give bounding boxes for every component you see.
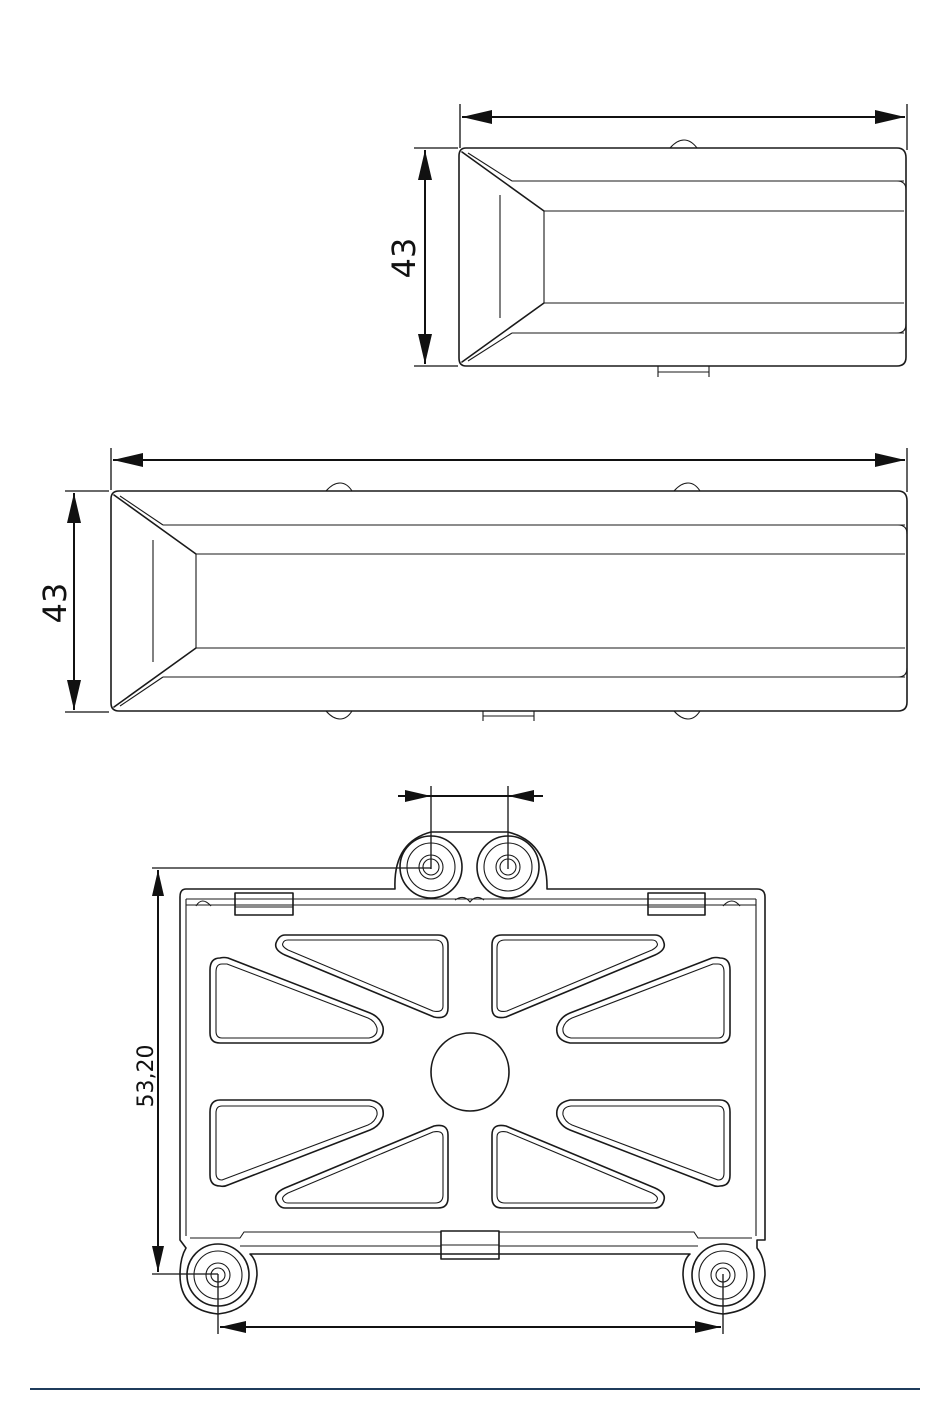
mounting-bracket-view: 53,20: [134, 786, 765, 1334]
center-boss: [431, 1033, 509, 1111]
side-view-outline: [111, 491, 907, 711]
side-view: 43: [36, 448, 907, 721]
bracket-height-label: 53,20: [134, 1045, 159, 1108]
bracket-cutouts: [210, 935, 730, 1208]
side-view-height-label: 43: [36, 583, 74, 624]
top-view: 43: [385, 104, 907, 377]
top-view-height-label: 43: [385, 238, 423, 279]
bracket-plate-outline: [180, 832, 765, 1314]
